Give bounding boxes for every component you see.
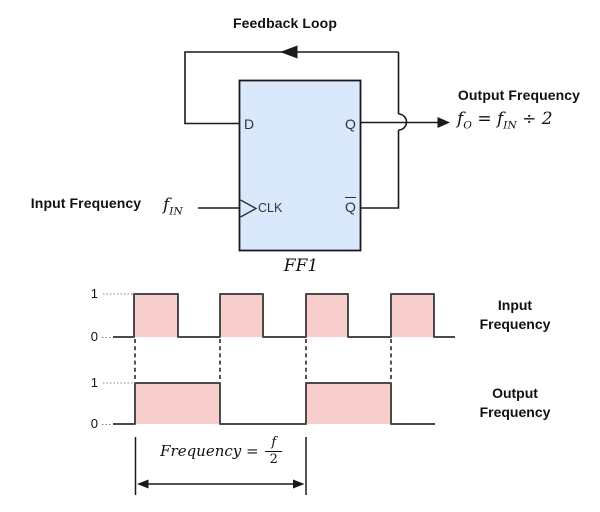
q-pin-label: Q (345, 116, 356, 132)
input-frequency-pulse (306, 294, 348, 337)
feedback-arrow-icon (280, 45, 298, 59)
d-pin-label: D (244, 116, 255, 132)
measure-arrow-left-icon (137, 479, 149, 489)
output-frequency-zero-label: 0 (90, 416, 98, 431)
output-frequency-title: Output Frequency (457, 87, 581, 103)
qbar-pin-label: Q (345, 197, 356, 215)
clock-edge-triangle-icon (240, 199, 258, 218)
formula-f: f (457, 109, 464, 129)
input-frequency-pulse (220, 294, 263, 337)
measure-arrow-right-icon (293, 479, 305, 489)
output-frequency-pulse (135, 383, 220, 424)
feedback-loop-label: Feedback Loop (233, 15, 337, 31)
fin-sub: IN (169, 205, 183, 218)
output-frequency-trace (113, 382, 435, 425)
qbar-feedback-wire (361, 130, 400, 209)
frequency-fraction: f 2 (265, 435, 282, 468)
input-frequency-zero-label: 0 (90, 329, 98, 344)
waveform-layer (102, 293, 455, 426)
measurement-layer (134, 437, 307, 495)
fraction-denominator: 2 (265, 450, 282, 468)
formula-sub-o: O (463, 119, 472, 132)
output-frequency-one-label: 1 (90, 375, 98, 390)
input-frequency-title: Input Frequency (30, 195, 142, 211)
output-wave-label-line1: Output (492, 385, 538, 401)
circuit-wires (184, 45, 450, 209)
frequency-annotation-text: Frequency = (160, 442, 259, 461)
qbar-overline: Q (345, 197, 356, 215)
flipflop-name: FF1 (283, 256, 319, 276)
formula-sub-in: IN (503, 119, 517, 132)
output-arrow-icon (437, 117, 450, 128)
formula-eq: = (471, 109, 497, 129)
formula-f2: f (497, 109, 504, 129)
input-frequency-trace (113, 293, 455, 338)
output-formula: fO = fIN ÷ 2 (457, 109, 553, 131)
flipflop-box (238, 79, 362, 252)
input-frequency-pulse (134, 294, 178, 337)
frequency-annotation: Frequency = f 2 (160, 435, 282, 467)
input-wave-label-line1: Input (497, 297, 533, 313)
input-wave-label-line2: Frequency (479, 316, 551, 332)
input-frequency-one-label: 1 (90, 286, 98, 301)
fraction-numerator: f (271, 435, 277, 450)
fin-f: f (163, 195, 170, 215)
clk-pin-label: CLK (258, 201, 283, 215)
output-frequency-pulse (306, 383, 391, 424)
formula-div2: ÷ 2 (516, 109, 553, 129)
fin-label: fIN (163, 195, 183, 217)
output-wave-label-line2: Frequency (479, 404, 551, 420)
input-frequency-pulse (391, 294, 434, 337)
